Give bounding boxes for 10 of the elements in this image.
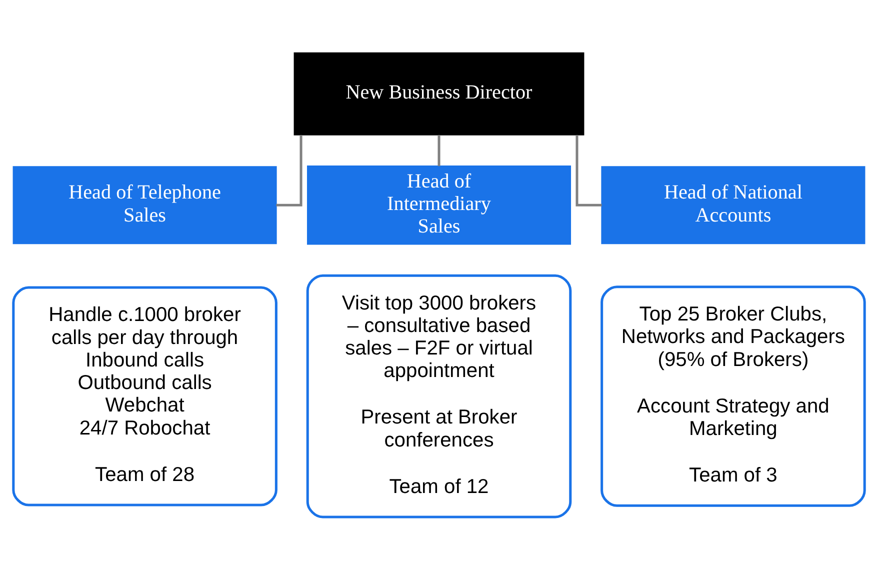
node-box: Head of Intermediary Sales	[306, 166, 572, 245]
node-box: Top 25 Broker Clubs, Networks and Packagers (95% of Brokers) Account Strategy and Marketing Team of 3	[600, 286, 866, 507]
node-box: Head of Telephone Sales	[12, 166, 277, 244]
connector	[576, 135, 602, 206]
node-box: Visit top 3000 brokers – consultative based sales – F2F or virtual appointment Present at Broker conferences Team of 12	[306, 274, 572, 518]
node-box: Head of National Accounts	[601, 166, 866, 244]
connector	[438, 135, 440, 166]
node-box: New Business Director	[294, 52, 584, 136]
connector	[276, 135, 302, 206]
node-box: Handle c.1000 broker calls per day through Inbound calls Outbound calls Webchat 24/7 Robochat Team of 28	[12, 286, 278, 506]
